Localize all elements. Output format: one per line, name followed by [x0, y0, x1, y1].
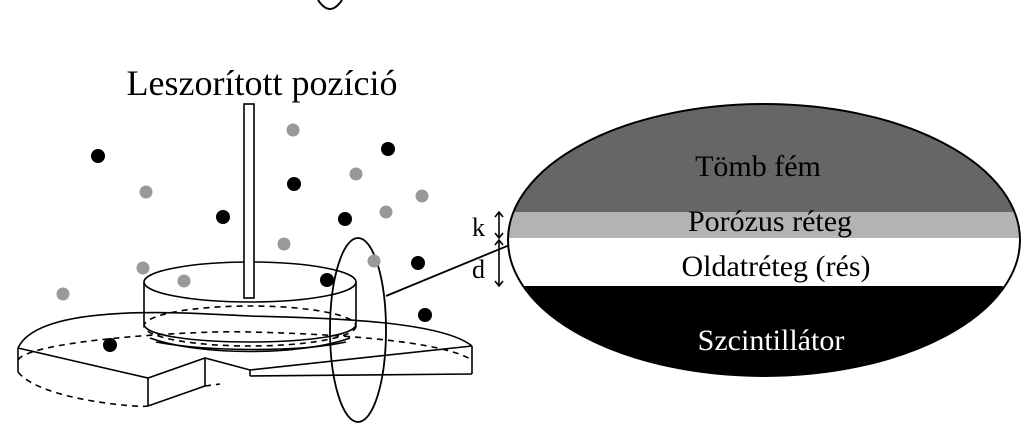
- gray-particles: [56, 123, 429, 301]
- dark-particle: [287, 177, 301, 191]
- layer-porous: [508, 212, 1020, 238]
- gray-particle: [286, 123, 300, 137]
- lower-disk: [17, 311, 473, 408]
- gray-particle: [379, 205, 393, 219]
- gray-particle: [367, 254, 381, 268]
- magnifier-connector: [385, 243, 513, 297]
- label-porous: Porózus réteg: [688, 205, 852, 238]
- magnifier-ellipse: [329, 237, 387, 423]
- layer-solution: [508, 238, 1020, 286]
- gray-particle: [136, 261, 150, 275]
- dark-particle: [91, 149, 105, 163]
- dark-particle: [381, 142, 395, 156]
- dark-particle: [338, 212, 352, 226]
- dimension-k-label: k: [472, 213, 485, 242]
- label-solution: Oldatréteg (rés): [681, 250, 870, 283]
- magnified-oval-outline: [507, 103, 1021, 377]
- rod: [243, 103, 255, 299]
- dark-particle: [216, 210, 230, 224]
- gray-particle: [56, 287, 70, 301]
- position-title: Leszorított pozíció: [127, 63, 398, 103]
- dimension-d: [494, 238, 504, 288]
- dimension-k: [494, 210, 504, 240]
- dark-particle: [103, 338, 117, 352]
- top-partial-arc: [317, 0, 343, 10]
- label-scintillator: Szcintillátor: [698, 324, 845, 357]
- gray-particle: [177, 274, 191, 288]
- dark-particle: [418, 308, 432, 322]
- gray-particle: [277, 237, 291, 251]
- dark-particle: [411, 256, 425, 270]
- dimension-d-label: d: [472, 255, 485, 284]
- gray-particle: [415, 189, 429, 203]
- dark-particle: [320, 273, 334, 287]
- gray-particle: [139, 185, 153, 199]
- gray-particle: [349, 167, 363, 181]
- label-metal: Tömb fém: [695, 150, 821, 183]
- dark-particles: [91, 142, 432, 352]
